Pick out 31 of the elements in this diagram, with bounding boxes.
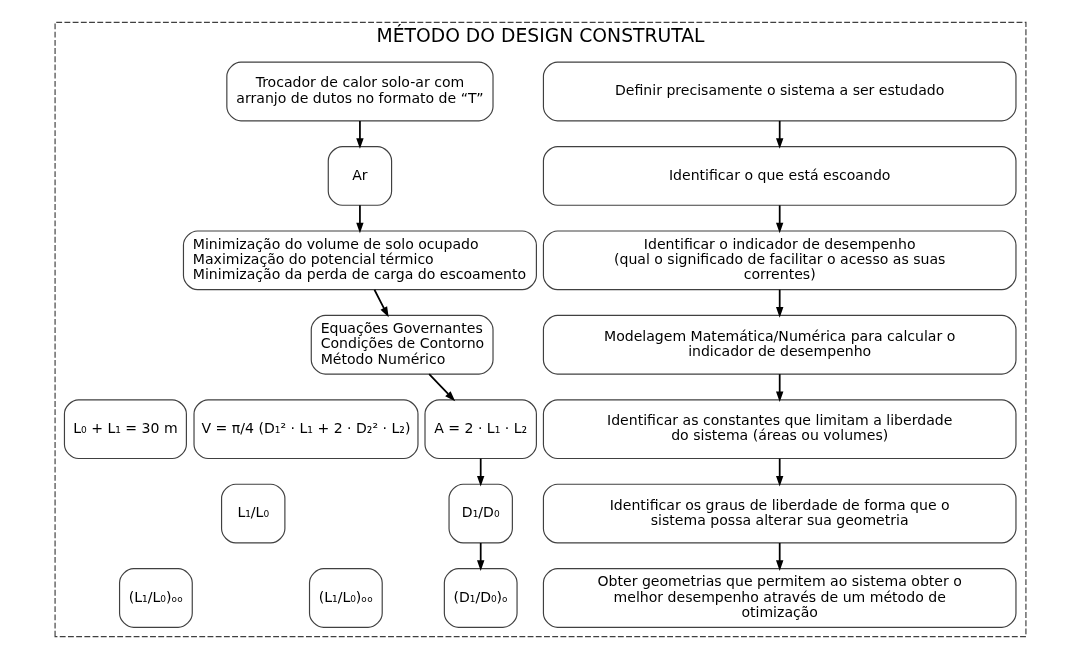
node-box: Equações Governantes Condições de Contorno Método Numérico	[310, 314, 494, 375]
node-box: A = 2 · L₁ · L₂	[424, 399, 537, 460]
arrow	[356, 204, 364, 234]
node-box: (L₁/L₀)ₒₒ	[118, 568, 193, 628]
node-box: Identificar o indicador de desempenho (qual o significado de facilitar o acesso as suas correntes)	[542, 230, 1017, 291]
arrow	[373, 288, 389, 318]
arrow	[776, 288, 784, 318]
node-box: (L₁/L₀)ₒₒ	[308, 568, 383, 628]
node-box: Identificar as constantes que limitam a liberdade do sistema (áreas ou volumes)	[542, 399, 1017, 460]
arrow	[477, 457, 485, 487]
arrow	[428, 373, 456, 402]
arrow	[776, 120, 784, 149]
node-box: (D₁/D₀)ₒ	[443, 568, 518, 628]
arrow	[776, 542, 784, 571]
arrow	[776, 204, 784, 234]
node-box: L₀ + L₁ = 30 m	[63, 399, 187, 460]
node-box: Modelagem Matemática/Numérica para calcular o indicador de desempenho	[542, 314, 1017, 375]
node-box: Identificar o que está escoando	[542, 146, 1017, 206]
arrow	[477, 542, 485, 571]
arrow	[356, 120, 364, 149]
arrow	[776, 373, 784, 403]
node-box: L₁/L₀	[221, 483, 286, 544]
node-box: Ar	[327, 146, 393, 206]
arrow	[776, 457, 784, 487]
node-box: Definir precisamente o sistema a ser estudado	[542, 61, 1017, 122]
node-box: Minimização do volume de solo ocupado Maximização do potencial térmico Minimização da perda de carga do escoamento	[182, 230, 537, 291]
node-box: Identificar os graus de liberdade de forma que o sistema possa alterar sua geometria	[542, 483, 1017, 544]
node-box: V = π/4 (D₁² · L₁ + 2 · D₂² · L₂)	[193, 399, 419, 460]
node-box: D₁/D₀	[448, 483, 513, 544]
node-box: Obter geometrias que permitem ao sistema obter o melhor desempenho através de um método de otimização	[542, 568, 1017, 628]
node-box: Trocador de calor solo-ar com arranjo de dutos no formato de “T”	[226, 61, 494, 122]
